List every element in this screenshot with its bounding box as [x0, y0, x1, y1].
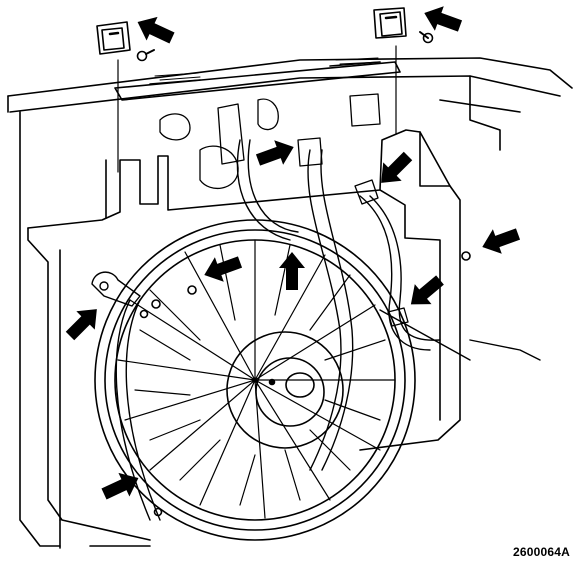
arrow-center-up: [279, 252, 305, 290]
support-rods: [117, 45, 397, 173]
arrow-right-bolt: [482, 228, 521, 254]
fan-blades: [117, 239, 396, 519]
arrow-connector-right: [381, 151, 413, 183]
fan-motor-hub: [226, 331, 344, 449]
callout-arrows: [65, 6, 521, 500]
bolt-right: [461, 251, 471, 261]
bolt-left-lower: [139, 309, 149, 319]
bolt-left-mount: [151, 299, 161, 309]
arrow-upper-left-clip: [137, 16, 175, 44]
arrow-center-bolt: [204, 256, 243, 282]
arrow-left-bracket: [65, 309, 97, 341]
bolt-bottom: [153, 507, 163, 517]
fan-shroud: [27, 129, 461, 549]
bolt-upper-right: [422, 32, 434, 44]
upper-retaining-clips: [96, 7, 407, 55]
radiator-frame: [7, 57, 573, 547]
left-mounting-bracket: [91, 271, 141, 307]
arrow-harness-clip: [410, 275, 444, 305]
bolt-upper-left: [136, 50, 148, 62]
arrow-connector-top: [255, 140, 294, 166]
arrow-upper-right-clip: [424, 6, 463, 32]
upper-crossmember: [114, 57, 401, 101]
figure-id-label: 2600064A: [513, 545, 570, 559]
retaining-bolts: [136, 31, 471, 517]
arrow-lower-left: [101, 472, 139, 500]
electrical-connectors: [159, 93, 409, 327]
bolt-center: [187, 285, 197, 295]
wiring-harness: [115, 139, 541, 521]
